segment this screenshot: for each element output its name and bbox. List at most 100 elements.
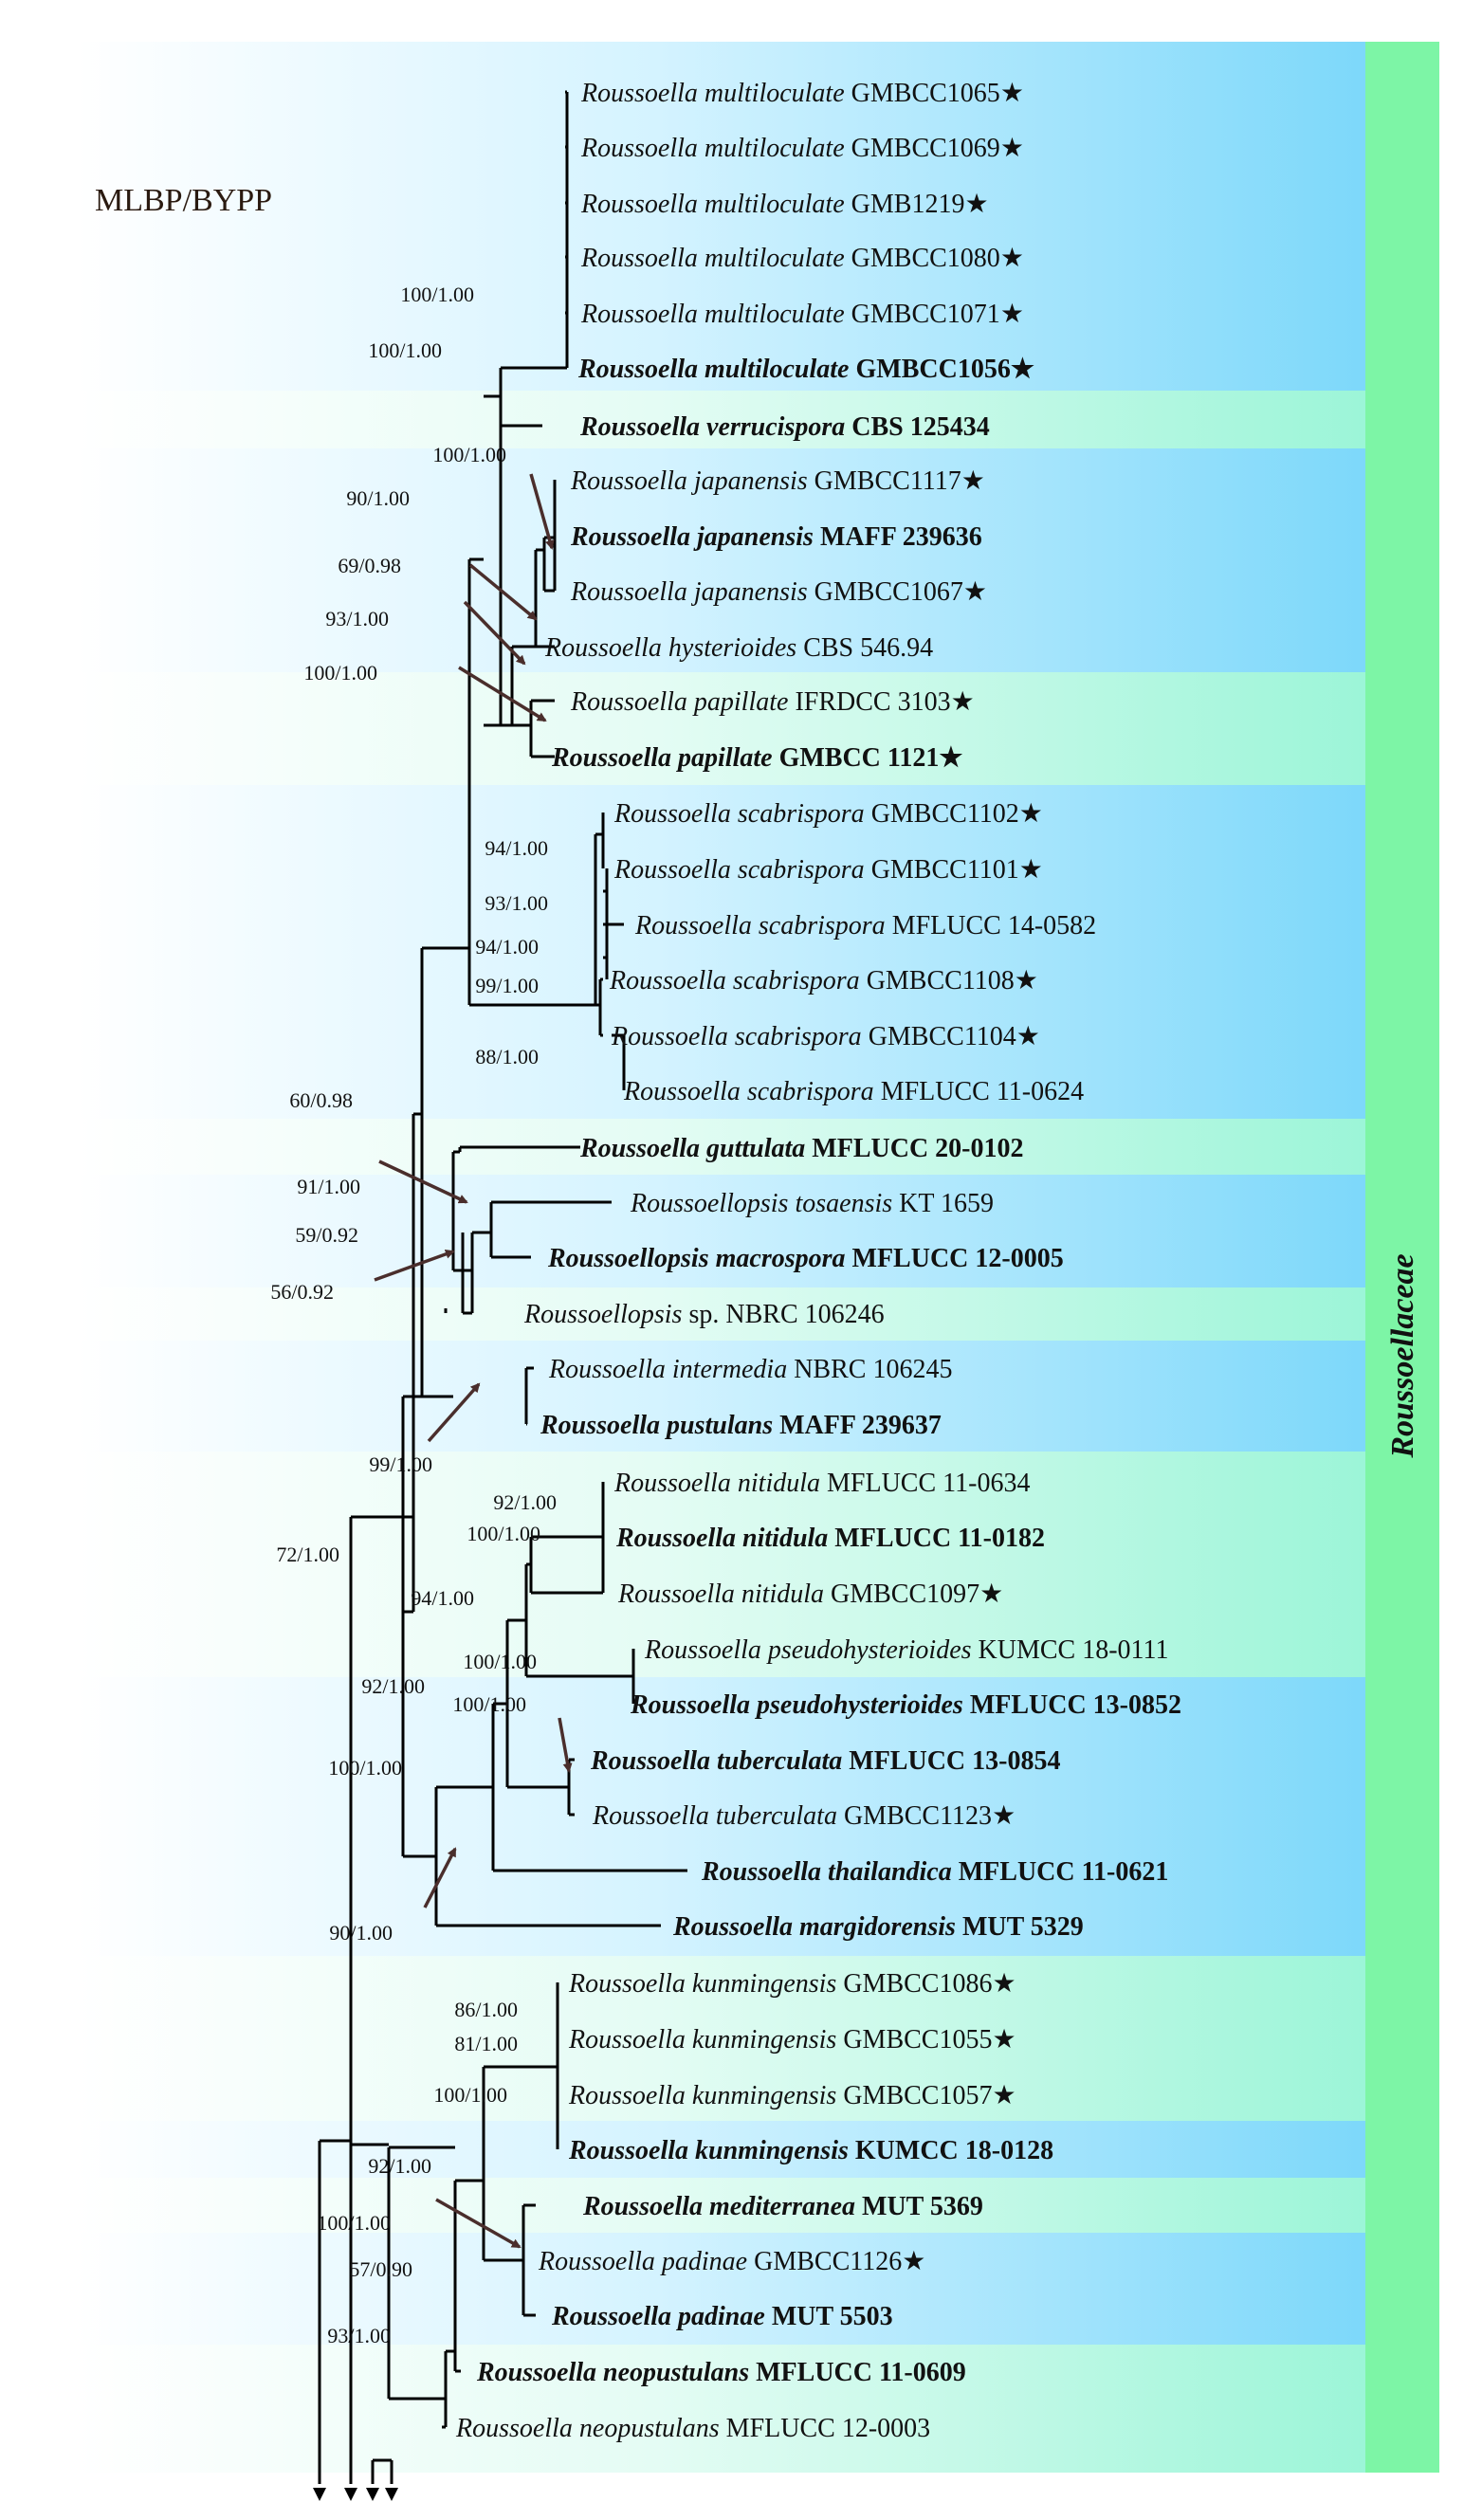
taxon-strain: GMBCC1086: [843, 1969, 992, 1999]
down-arrowhead: [385, 2488, 398, 2501]
taxon-strain: MFLUCC 11-0182: [834, 1524, 1045, 1553]
new-record-star: ★: [1015, 966, 1038, 995]
support-arrow: [468, 563, 538, 621]
background-band: [78, 2178, 1365, 2233]
new-record-star: ★: [1000, 79, 1024, 108]
taxon-genus: Roussoella: [551, 2302, 678, 2331]
taxon-species: tosaensis: [795, 1189, 899, 1218]
new-record-star: ★: [992, 2081, 1016, 2110]
background-band: [78, 1677, 1365, 1956]
support-value: 99/1.00: [475, 974, 539, 997]
taxon-label: Roussoella tuberculata GMBCC1123★: [592, 1801, 1016, 1831]
support-arrow: [558, 1717, 573, 1773]
support-value: 59/0.92: [295, 1223, 358, 1247]
taxon-label: Roussoella nitidula MFLUCC 11-0634: [613, 1469, 1030, 1498]
taxon-label: Roussoella japanensis GMBCC1117★: [570, 466, 985, 496]
taxon-genus: Roussoella: [580, 244, 705, 273]
taxon-genus: Roussoella: [568, 2136, 695, 2165]
taxon-species: pustulans: [665, 1411, 779, 1440]
taxon-genus: Roussoella: [672, 1912, 799, 1942]
support-arrow: [427, 1382, 481, 1443]
taxon-label: Roussoella multiloculate GMBCC1069★: [580, 134, 1024, 163]
taxon-genus: Roussoella: [570, 687, 694, 717]
support-value: 94/1.00: [475, 935, 539, 959]
taxon-strain: sp. NBRC 106246: [688, 1300, 884, 1329]
taxon-label: Roussoella verrucispora CBS 125434: [579, 412, 990, 442]
support-value: 69/0.98: [338, 554, 401, 577]
taxon-strain: KT 1659: [899, 1189, 994, 1218]
taxon-species: scabrispora: [738, 855, 871, 885]
taxon-strain: GMBCC1067: [814, 577, 963, 607]
taxon-genus: Roussoella: [644, 1635, 768, 1665]
taxon-genus: Roussoella: [580, 190, 705, 219]
taxon-species: macrospora: [716, 1244, 852, 1273]
new-record-star: ★: [1019, 799, 1043, 829]
support-value: 86/1.00: [454, 1998, 518, 2021]
taxon-species: kunmingensis: [692, 2025, 843, 2054]
new-record-star: ★: [961, 466, 985, 496]
taxon-genus: Roussoella: [568, 1969, 692, 1999]
taxon-genus: Roussoella: [570, 466, 694, 496]
support-arrows: [374, 473, 573, 2249]
taxon-strain: GMBCC1097: [831, 1580, 979, 1609]
taxon-species: scabrispora: [759, 911, 892, 940]
taxon-strain: MFLUCC 13-0854: [849, 1746, 1060, 1776]
support-value: 93/1.00: [327, 2324, 391, 2347]
taxon-label: Roussoella kunmingensis GMBCC1055★: [568, 2025, 1016, 2054]
taxon-genus: Roussoella: [568, 2025, 692, 2054]
taxon-label: Roussoella neopustulans MFLUCC 11-0609: [476, 2358, 966, 2387]
support-value: 99/1.00: [369, 1452, 432, 1476]
taxon-strain: GMBCC1065: [851, 79, 1000, 108]
taxon-species: padinae: [660, 2247, 754, 2276]
taxon-label: Roussoella japanensis MAFF 239636: [570, 522, 982, 552]
taxon-species: multiloculate: [705, 355, 855, 384]
taxon-label: Roussoella hysterioides CBS 546.94: [544, 633, 933, 663]
taxon-species: padinae: [676, 2302, 772, 2331]
taxon-label: Roussoella scabrispora MFLUCC 11-0624: [623, 1077, 1084, 1106]
support-value: 92/1.00: [361, 1674, 425, 1698]
taxon-strain: GMBCC1126: [754, 2247, 902, 2276]
taxon-label: Roussoella scabrispora GMBCC1102★: [613, 799, 1043, 829]
background-band: [78, 2345, 1365, 2473]
taxon-species: neopustulans: [579, 2414, 726, 2443]
taxon-label: Roussoella mediterranea MUT 5369: [582, 2192, 983, 2221]
support-value: 90/1.00: [346, 486, 410, 510]
taxon-genus: Roussoellopsis: [547, 1244, 716, 1273]
taxon-species: scabrispora: [747, 1077, 881, 1106]
support-arrow: [435, 2198, 522, 2249]
support-value: 100/1.00: [432, 443, 506, 466]
taxon-label: Roussoella scabrispora MFLUCC 14-0582: [634, 911, 1096, 940]
taxon-species: nitidula: [738, 1469, 827, 1498]
taxon-strain: IFRDCC 3103: [795, 687, 950, 717]
new-record-star: ★: [1019, 855, 1043, 885]
support-value: 100/1.00: [452, 1692, 526, 1716]
support-legend: MLBP/BYPP: [95, 183, 272, 218]
taxon-species: pseudohysterioides: [755, 1690, 970, 1720]
taxon-strain: GMBCC1057: [843, 2081, 992, 2110]
support-value: 57/0.90: [349, 2257, 412, 2281]
taxon-labels: Roussoella multiloculate GMBCC1065★Rouss…: [455, 79, 1181, 2443]
background-band: [78, 1119, 1365, 1175]
taxon-species: kunmingensis: [695, 2136, 855, 2165]
background-band: [78, 672, 1365, 785]
taxon-species: japanensis: [693, 522, 820, 552]
taxon-species: verrucispora: [706, 412, 851, 442]
taxon-label: Roussoella scabrispora GMBCC1108★: [609, 966, 1038, 995]
family-bar: [1365, 42, 1439, 2473]
taxon-genus: Roussoella: [580, 79, 705, 108]
taxon-strain: GMBCC1055: [843, 2025, 992, 2054]
support-value: 100/1.00: [463, 1650, 537, 1673]
taxon-label: Roussoella padinae GMBCC1126★: [538, 2247, 925, 2276]
taxon-label: Roussoella intermedia NBRC 106245: [548, 1355, 952, 1384]
taxon-label: Roussoella papillate IFRDCC 3103★: [570, 687, 975, 717]
taxon-strain: GMBCC1123: [844, 1801, 992, 1831]
taxon-label: Roussoellopsis sp. NBRC 106246: [523, 1300, 885, 1329]
taxon-label: Roussoella scabrispora GMBCC1104★: [611, 1022, 1040, 1051]
support-arrow: [463, 600, 526, 666]
new-record-star: ★: [902, 2247, 925, 2276]
taxon-strain: GMBCC1102: [871, 799, 1019, 829]
support-arrow: [529, 473, 555, 550]
taxon-genus: Roussoella: [577, 355, 705, 384]
support-arrow: [374, 1250, 455, 1282]
taxon-strain: MAFF 239636: [820, 522, 982, 552]
